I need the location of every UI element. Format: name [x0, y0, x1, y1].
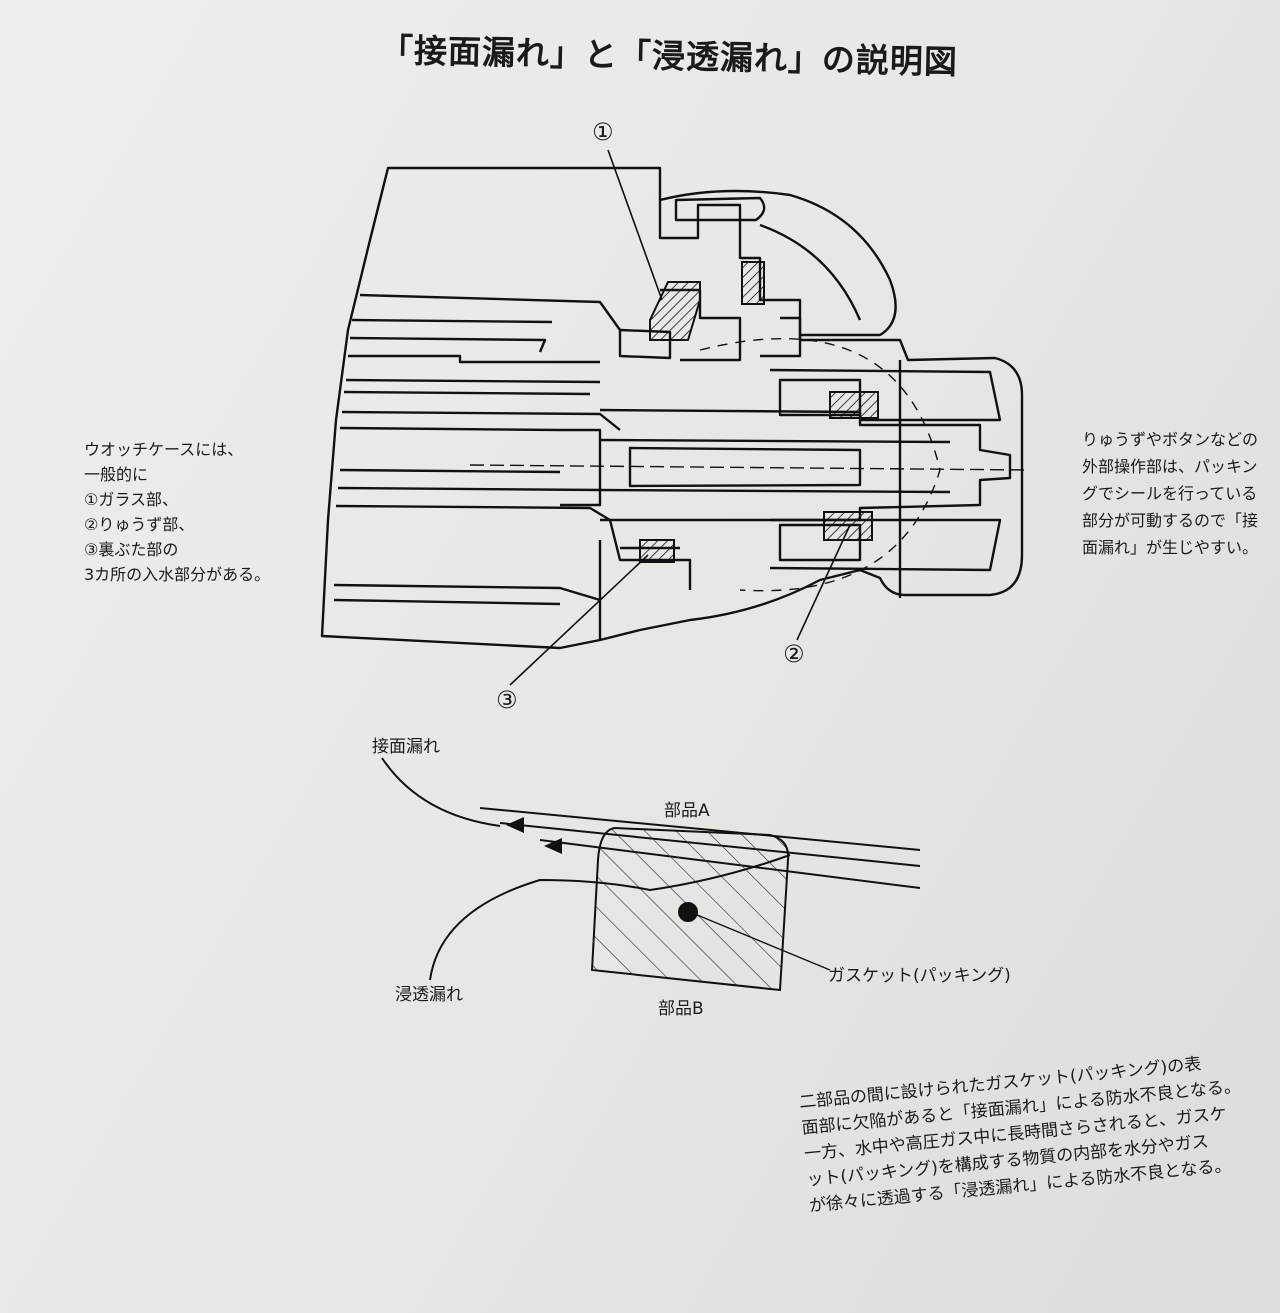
right-note-line: 外部操作部は、パッキン [1082, 457, 1258, 476]
gasket-crown-upper [829, 391, 879, 419]
part-b-label: 部品B [658, 999, 704, 1019]
callout-crown: ② [783, 640, 805, 668]
gasket-diagram [381, 757, 921, 992]
left-note-line: ウオッチケースには、 [84, 440, 244, 459]
right-note: りゅうずやボタンなどの 外部操作部は、パッキン グでシールを行っている 部分が可… [1082, 426, 1258, 561]
gasket-dot [678, 902, 698, 922]
surface-leak-curve [381, 757, 501, 827]
hatched-gaskets [639, 261, 879, 563]
surface-leak-label: 接面漏れ [372, 737, 440, 757]
gasket-leader [689, 911, 831, 971]
gasket-crown-lower [823, 511, 873, 541]
right-note-line: グでシールを行っている [1082, 484, 1258, 503]
leak-arrows [506, 817, 562, 854]
callout-glass: ① [592, 118, 614, 146]
right-note-line: 面漏れ」が生じやすい。 [1082, 538, 1259, 557]
gasket-label: ガスケット(パッキング) [828, 966, 1011, 986]
crown-stem [599, 408, 1012, 522]
gasket-glass [649, 281, 701, 341]
leader-glass [607, 149, 663, 301]
left-note-line: ②りゅうず部、 [84, 515, 195, 534]
leader-crown [796, 524, 851, 641]
left-note-line: 一般的に [84, 465, 149, 484]
permeation-leak-label: 浸透漏れ [395, 985, 463, 1005]
left-note-line: ①ガラス部、 [84, 490, 179, 509]
right-note-line: 部分が可動するので「接 [1082, 511, 1259, 530]
left-note-line: 3カ所の入水部分がある。 [84, 565, 271, 584]
permeation-leak-curve [429, 854, 791, 981]
gasket-bezel [741, 261, 765, 305]
left-note-line: ③裏ぶた部の [84, 540, 179, 559]
case-outline [320, 166, 1024, 650]
right-note-line: りゅうずやボタンなどの [1082, 430, 1259, 449]
glass-dome [659, 189, 897, 337]
part-a-line-1 [479, 807, 921, 851]
part-a-label: 部品A [664, 801, 710, 821]
case-cross-section [320, 166, 1031, 650]
leader-back [509, 554, 649, 686]
callout-back: ③ [496, 686, 518, 714]
gasket-back [639, 539, 675, 563]
left-note: ウオッチケースには、 一般的に ①ガラス部、 ②りゅうず部、 ③裏ぶた部の 3カ… [84, 437, 270, 587]
